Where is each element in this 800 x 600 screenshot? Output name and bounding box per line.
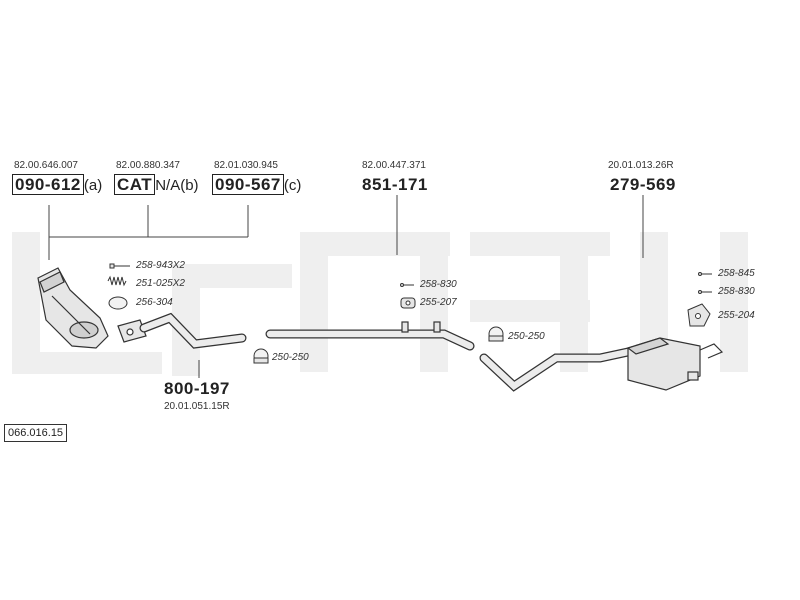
oem-number-p1: 82.00.646.007 <box>14 160 78 171</box>
part-number-p4[interactable]: 851-171 <box>362 175 428 194</box>
part-number-p2[interactable]: CAT <box>114 174 156 195</box>
accessory-label-a8[interactable]: 258-845 <box>718 268 755 279</box>
mounting-bracket-icon <box>687 303 711 327</box>
accessory-label-a5[interactable]: 258-830 <box>420 279 457 290</box>
middle-pipe-hangers <box>401 321 441 333</box>
part-number-p3[interactable]: 090-567 <box>212 174 284 195</box>
clamp-icon <box>488 326 504 342</box>
catalog-reference: 066.016.15 <box>4 424 68 442</box>
part-number-p5[interactable]: 279-569 <box>610 175 676 194</box>
part-suffix-p3: (c) <box>283 177 302 194</box>
accessory-label-a2[interactable]: 251-025X2 <box>136 278 185 289</box>
oem-number-p6: 20.01.051.15R <box>164 401 230 412</box>
part-label-p3[interactable]: 090-567(c) <box>212 174 302 195</box>
bolt-icon <box>109 263 130 269</box>
oem-number-p5: 20.01.013.26R <box>608 160 674 171</box>
flange-part <box>117 319 147 343</box>
part-number-p6[interactable]: 800-197 <box>164 379 230 398</box>
accessory-label-a3[interactable]: 256-304 <box>136 297 173 308</box>
accessory-label-a9[interactable]: 258-830 <box>718 286 755 297</box>
part-label-p1[interactable]: 090-612(a) <box>12 174 103 195</box>
clamp-icon <box>253 348 269 364</box>
accessory-label-a10[interactable]: 255-204 <box>718 310 755 321</box>
accessory-label-a7[interactable]: 250-250 <box>508 331 545 342</box>
mounting-rubber-icon <box>400 297 416 309</box>
catalytic-converter-part <box>37 267 109 349</box>
part-suffix-p1: (a) <box>83 177 103 194</box>
bolt-icon <box>698 290 712 294</box>
oem-number-p3: 82.01.030.945 <box>214 160 278 171</box>
watermark <box>12 232 748 376</box>
rear-silencer-part <box>626 337 724 391</box>
accessory-label-a6[interactable]: 255-207 <box>420 297 457 308</box>
oem-number-p4: 82.00.447.371 <box>362 160 426 171</box>
spring-icon <box>107 275 127 287</box>
bolt-icon <box>400 283 414 287</box>
accessory-label-a1[interactable]: 258-943X2 <box>136 260 185 271</box>
gasket-icon <box>108 296 128 310</box>
part-suffix-p2: N/A(b) <box>155 177 199 194</box>
part-number-p1[interactable]: 090-612 <box>12 174 84 195</box>
bolt-icon <box>698 272 712 276</box>
oem-number-p2: 82.00.880.347 <box>116 160 180 171</box>
accessory-label-a4[interactable]: 250-250 <box>272 352 309 363</box>
